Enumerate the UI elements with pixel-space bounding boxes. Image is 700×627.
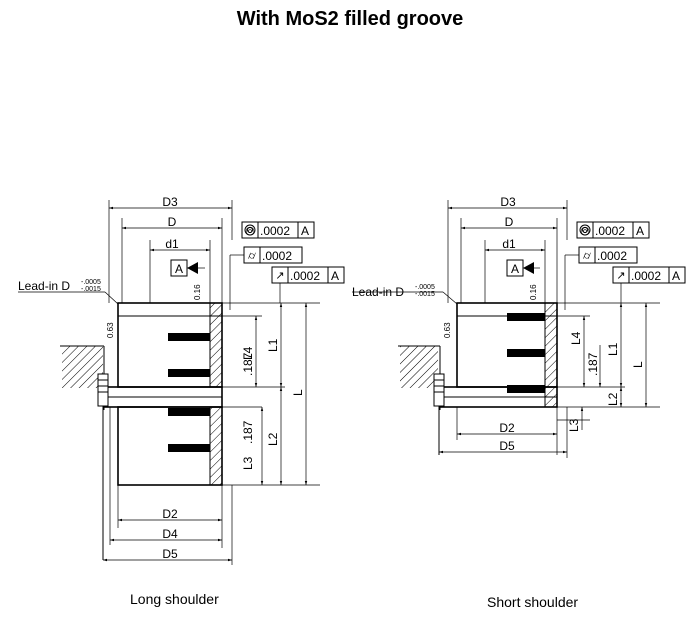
label-L4-short: L4 (569, 331, 583, 345)
groove-short-2 (507, 349, 545, 357)
page-title: With MoS2 filled groove (236, 8, 464, 30)
label-D: D (168, 215, 177, 229)
top-dimensions-short (447, 200, 568, 303)
bushing-lower (117, 406, 223, 486)
tol-cylindricity-short: .0002 (597, 249, 627, 263)
groove-3 (168, 408, 210, 416)
bushing-shoulder (103, 386, 223, 408)
label-gap-lower: .187 (241, 420, 255, 444)
screw-icon (97, 373, 109, 560)
tol-runout-short: .0002 (631, 269, 661, 283)
runout-icon-short: ↗ (616, 270, 625, 282)
concentricity-icon-short: ◎ (580, 225, 590, 237)
label-D3-short: D3 (500, 195, 516, 209)
groove-short-1 (507, 313, 545, 321)
roughness-016: 0.16 (193, 284, 202, 300)
label-D2-short: D2 (499, 421, 515, 435)
mos2-grooves-short (507, 313, 545, 393)
lead-in-label-short: Lead-in D (352, 285, 404, 299)
lead-in-lower-short: -.0015 (415, 291, 435, 298)
lead-in-lower: -.0015 (81, 286, 101, 293)
side-dimensions-short (557, 302, 660, 430)
bottom-dimensions-short (439, 407, 568, 458)
roughness-063-short: 0.63 (443, 322, 452, 338)
bushing-upper (117, 302, 223, 388)
label-D2: D2 (162, 507, 178, 521)
tol-concentricity-datum: A (301, 224, 309, 238)
cylindricity-icon: ⌭ (248, 250, 256, 262)
label-L3-short: L3 (567, 418, 581, 432)
label-D4: D4 (162, 527, 178, 541)
roughness-063: 0.63 (106, 322, 115, 338)
label-L1-short: L1 (606, 342, 620, 356)
roughness-016-short: 0.16 (529, 284, 538, 300)
mos2-grooves (168, 333, 210, 452)
datum-A: A (175, 262, 183, 276)
label-L2: L2 (266, 432, 280, 446)
tol-runout: .0002 (290, 269, 320, 283)
label-D5-short: D5 (499, 439, 515, 453)
bottom-dimensions (103, 407, 233, 565)
tol-runout-datum: A (331, 269, 339, 283)
groove-4 (168, 444, 210, 452)
caption-long-shoulder: Long shoulder (130, 591, 219, 607)
caption-short-shoulder: Short shoulder (487, 594, 579, 610)
label-d1-short: d1 (502, 237, 516, 251)
label-L1: L1 (266, 338, 280, 352)
cylindricity-icon-short: ⌭ (583, 250, 591, 262)
short-shoulder-drawing: D3 D d1 A ◎ .0002 A ⌭ .0002 ↗ .0002 A Le… (352, 195, 686, 458)
datum-A-short: A (511, 262, 519, 276)
lead-in-label: Lead-in D (18, 279, 70, 293)
tol-concentricity: .0002 (260, 224, 290, 238)
tol-cylindricity: .0002 (262, 249, 292, 263)
tol-concentricity-short: .0002 (595, 224, 625, 238)
runout-icon: ↗ (275, 270, 284, 282)
label-gap-upper: .187 (241, 352, 255, 376)
label-L: L (291, 389, 305, 396)
label-d1: d1 (165, 237, 179, 251)
side-dimensions (222, 302, 320, 486)
concentricity-icon: ◎ (245, 225, 255, 237)
tol-concentricity-datum-short: A (636, 224, 644, 238)
label-D-short: D (505, 215, 514, 229)
label-gap-short: .187 (586, 352, 600, 376)
groove-2 (168, 369, 210, 377)
top-dimensions (108, 200, 233, 303)
label-L2-short: L2 (606, 392, 620, 406)
groove-1 (168, 333, 210, 341)
label-D3: D3 (162, 195, 178, 209)
label-L-short: L (631, 361, 645, 368)
screw-icon-short (433, 373, 445, 455)
groove-short-3 (507, 385, 545, 393)
long-shoulder-drawing: D3 D d1 A ◎ .0002 A ⌭ .0002 ↗ .0002 A Le… (18, 195, 345, 565)
gdt-frames (170, 221, 345, 310)
lead-in-upper-short: -.0005 (415, 284, 435, 291)
lead-in-upper: -.0005 (81, 279, 101, 286)
label-L4: L4 (241, 346, 255, 360)
label-D5: D5 (162, 547, 178, 561)
housing-hatch (60, 345, 105, 410)
tol-runout-datum-short: A (672, 269, 680, 283)
gdt-frames-short (506, 221, 686, 310)
label-L3: L3 (241, 456, 255, 470)
